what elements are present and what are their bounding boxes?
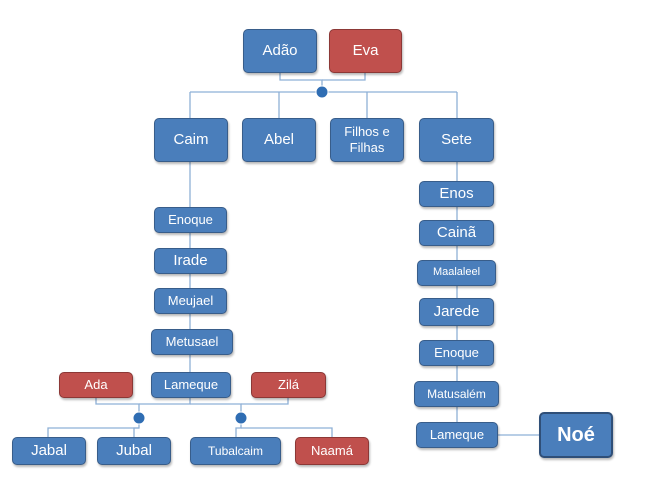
line-to-naama: [241, 427, 333, 437]
node-cain-lameque-label: Lameque: [163, 377, 219, 393]
node-seth-enoque: Enoque: [419, 340, 494, 366]
node-seth-enoque-label: Enoque: [434, 345, 479, 361]
node-naama: Naamá: [295, 437, 369, 465]
node-jabal: Jabal: [12, 437, 86, 465]
node-metusael: Metusael: [151, 329, 233, 355]
node-caim: Caim: [154, 118, 228, 162]
node-caim-label: Caim: [173, 131, 209, 148]
node-abel-label: Abel: [263, 131, 295, 148]
node-meujael-label: Meujael: [167, 293, 214, 309]
node-cain-enoque: Enoque: [154, 207, 227, 233]
node-filhos-filhas-label: Filhos e Filhas: [344, 124, 390, 155]
line-eva-to-union: [322, 72, 366, 81]
node-cain-enoque-label: Enoque: [168, 212, 213, 228]
node-enos-label: Enos: [439, 185, 474, 202]
node-jabal-label: Jabal: [31, 442, 67, 459]
node-zila: Zilá: [251, 372, 326, 398]
line-ada-union: [95, 398, 140, 418]
node-metusael-label: Metusael: [165, 334, 219, 350]
union-dot-lameque-zila: [234, 411, 248, 425]
node-filhos-filhas: Filhos e Filhas: [330, 118, 404, 162]
node-maalaleel-label: Maalaleel: [432, 266, 481, 279]
union-dot-lameque-ada: [132, 411, 146, 425]
line-to-jabal: [47, 418, 140, 437]
node-enos: Enos: [419, 181, 494, 207]
node-matusalem-label: Matusalém: [427, 386, 486, 401]
node-jubal-label: Jubal: [116, 442, 152, 459]
node-noe: Noé: [539, 412, 613, 458]
node-naama-label: Naamá: [311, 443, 353, 459]
node-noe-label: Noé: [557, 424, 595, 446]
node-cain-lameque: Lameque: [151, 372, 231, 398]
node-ada: Ada: [59, 372, 133, 398]
node-ada-label: Ada: [84, 377, 108, 393]
union-dot-adao-eva: [315, 85, 329, 99]
node-sete-label: Sete: [441, 131, 472, 148]
node-eva: Eva: [329, 29, 402, 73]
node-jarede: Jarede: [419, 298, 494, 326]
node-maalaleel: Maalaleel: [417, 260, 496, 286]
node-jubal: Jubal: [97, 437, 171, 465]
node-caina: Cainã: [419, 220, 494, 246]
node-tubalcaim-label: Tubalcaim: [208, 443, 263, 458]
node-adao: Adão: [243, 29, 317, 73]
line-lameque-union-left: [139, 398, 191, 405]
node-sete: Sete: [419, 118, 494, 162]
node-irade-label: Irade: [173, 252, 208, 269]
node-eva-label: Eva: [352, 42, 379, 59]
node-adao-label: Adão: [262, 42, 298, 59]
line-zila-union: [241, 398, 289, 405]
node-seth-lameque-label: Lameque: [429, 427, 485, 443]
node-zila-label: Zilá: [278, 377, 299, 393]
line-to-jubal: [133, 427, 139, 437]
node-caina-label: Cainã: [436, 224, 477, 241]
line-lameque-union-right: [190, 403, 242, 418]
node-tubalcaim: Tubalcaim: [190, 437, 281, 465]
node-seth-lameque: Lameque: [416, 422, 498, 448]
node-matusalem: Matusalém: [414, 381, 499, 407]
node-abel: Abel: [242, 118, 316, 162]
line-adao-to-union: [279, 72, 323, 92]
node-irade: Irade: [154, 248, 227, 274]
node-jarede-label: Jarede: [433, 303, 480, 320]
node-meujael: Meujael: [154, 288, 227, 314]
